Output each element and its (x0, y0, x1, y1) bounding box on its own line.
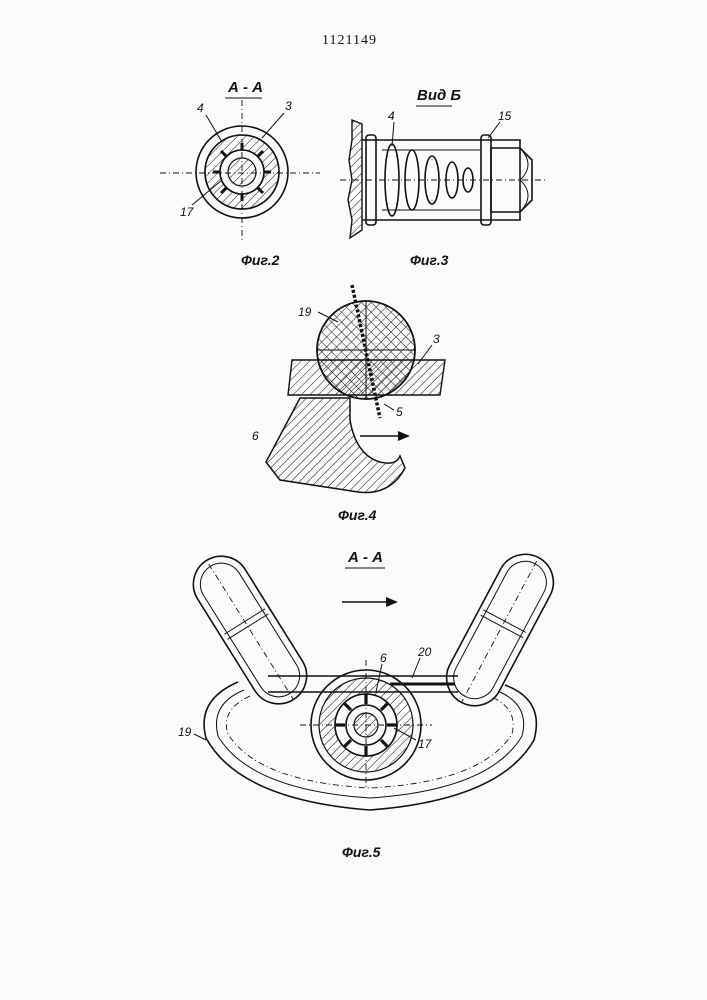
fig3-callout-4: 4 (388, 109, 395, 123)
fig4-pawl (266, 398, 405, 493)
fig5-callout-19: 19 (178, 725, 192, 739)
fig5-leader-20 (412, 658, 420, 678)
fig2-section-label: А - А (227, 79, 263, 96)
fig3-wall (348, 120, 362, 238)
fig3-leader-15 (488, 122, 500, 138)
fig5-left-roller (183, 546, 317, 715)
fig4-leader-5 (384, 404, 394, 410)
fig4-arrowhead (398, 431, 410, 441)
fig2-leader-3 (262, 113, 284, 138)
fig4-callout-6: 6 (252, 429, 259, 443)
fig5-housing-outer (204, 682, 536, 810)
fig3-callout-15: 15 (498, 109, 512, 123)
fig5-right-roller (437, 544, 563, 715)
fig4-callout-5: 5 (396, 405, 403, 419)
fig3-caption: Фиг.3 (410, 252, 449, 268)
fig2-callout-17: 17 (180, 205, 195, 219)
fig3-view-label: Вид Б (417, 87, 461, 104)
fig5-callout-20: 20 (417, 645, 432, 659)
fig5-leader-19 (194, 734, 206, 740)
fig4: 19 3 5 6 Фиг.4 (252, 285, 445, 523)
fig5-section-label: А - А (347, 549, 383, 566)
fig2: А - А 4 3 17 Фиг.2 (160, 79, 320, 268)
fig5-callout-6: 6 (380, 651, 387, 665)
fig5-housing-dashed (226, 696, 513, 788)
patent-number: 1121149 (322, 33, 377, 48)
fig4-callout-19: 19 (298, 305, 312, 319)
fig4-caption: Фиг.4 (338, 507, 377, 523)
fig2-shaft-core (228, 158, 256, 186)
fig3-leader-4 (392, 122, 394, 146)
fig5: А - А (178, 544, 563, 860)
fig2-callout-3: 3 (285, 99, 292, 113)
fig3: Вид Б 4 15 Фиг.3 (340, 87, 545, 268)
fig2-caption: Фиг.2 (241, 252, 280, 268)
fig5-arrowhead (386, 597, 398, 607)
fig4-callout-3: 3 (433, 332, 440, 346)
fig2-callout-4: 4 (197, 101, 204, 115)
fig2-leader-4 (206, 115, 222, 142)
fig5-caption: Фиг.5 (342, 844, 381, 860)
fig5-callout-17: 17 (418, 737, 433, 751)
